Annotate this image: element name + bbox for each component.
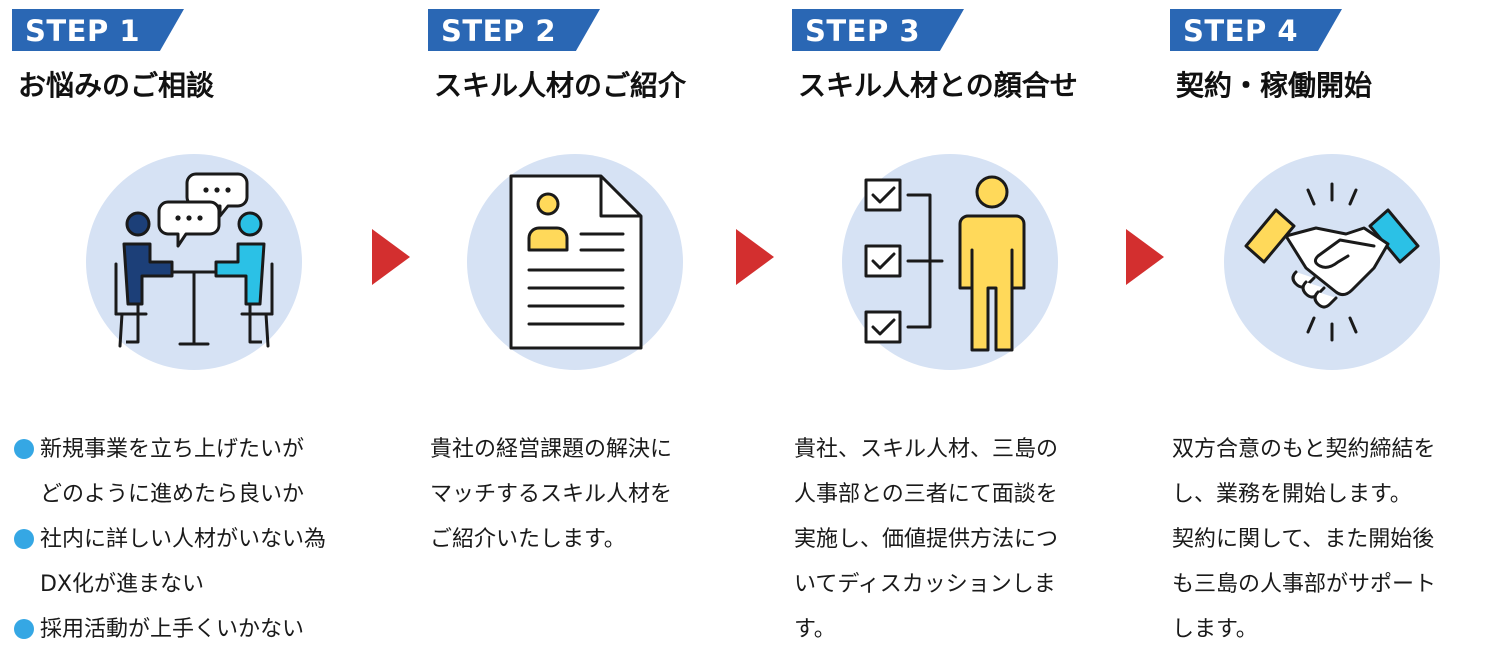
step-1-bullet-continuation: どのように進めたら良いか (40, 482, 305, 507)
step-1-description: 新規事業を立ち上げたいが どのように進めたら良いか 社内に詳しい人材がいない為 … (12, 427, 326, 652)
handshake-icon (1244, 182, 1420, 342)
step-4-description: 双方合意のもと契約締結を し、業務を開始します。 契約に関して、また開始後 も三… (1172, 427, 1436, 652)
bullet-dot (14, 619, 34, 639)
bullet-text: 社内に詳しい人材がいない為 (40, 527, 327, 552)
description-line: します。 (1172, 617, 1258, 642)
step-2-badge: STEP 2 (428, 9, 600, 51)
description-line: 貴社、スキル人材、三島の (794, 437, 1059, 462)
description-line: いてディスカッションしま (794, 572, 1056, 597)
step-4: STEP 4 契約・稼働開始 双方合意のもと契約締結を し、業務を開始します。 (1170, 0, 1500, 651)
step-1-bullet-continuation: DX化が進まない (40, 572, 205, 597)
bullet-dot (14, 529, 34, 549)
step-3-title: スキル人材との顔合せ (798, 69, 1078, 102)
bullet-dot (14, 439, 34, 459)
step-4-title: 契約・稼働開始 (1176, 69, 1373, 102)
step-3-badge: STEP 3 (792, 9, 964, 51)
step-1-bullet: 採用活動が上手くいかない (12, 607, 326, 652)
step-1-badge-label: STEP 1 (25, 14, 141, 48)
description-line: 人事部との三者にて面談を (794, 482, 1058, 507)
next-arrow-3 (1126, 229, 1164, 285)
step-3-badge-label: STEP 3 (805, 14, 921, 48)
description-line: す。 (794, 617, 836, 642)
description-line: 双方合意のもと契約締結を (1172, 437, 1436, 462)
step-4-badge: STEP 4 (1170, 9, 1342, 51)
resume-document-icon (509, 174, 643, 350)
description-line: し、業務を開始します。 (1172, 482, 1412, 507)
consultation-icon (114, 172, 274, 348)
step-1-badge: STEP 1 (12, 9, 184, 51)
step-1-bullet: 社内に詳しい人材がいない為 (12, 517, 326, 562)
step-3-description: 貴社、スキル人材、三島の 人事部との三者にて面談を 実施し、価値提供方法につ い… (794, 427, 1058, 652)
description-line: 貴社の経営課題の解決に (430, 437, 673, 462)
step-2-badge-label: STEP 2 (441, 14, 557, 48)
checklist-person-icon (864, 175, 1026, 352)
description-line: 契約に関して、また開始後 (1172, 527, 1435, 552)
description-line: も三島の人事部がサポート (1172, 572, 1437, 597)
step-2: STEP 2 スキル人材のご紹介 貴社の経営課題の解決に マッチするスキル人材を… (428, 0, 768, 651)
step-4-badge-label: STEP 4 (1183, 14, 1299, 48)
description-line: ご紹介いたします。 (430, 527, 626, 552)
next-arrow-2 (736, 229, 774, 285)
step-2-title: スキル人材のご紹介 (434, 69, 687, 102)
description-line: 実施し、価値提供方法につ (794, 527, 1059, 552)
bullet-text: 採用活動が上手くいかない (40, 617, 305, 642)
step-1-bullet: 新規事業を立ち上げたいが (12, 427, 326, 472)
description-line: マッチするスキル人材を (430, 482, 673, 507)
step-3: STEP 3 スキル人材との顔合せ 貴社、スキル人材、三島の 人事部との三者にて… (792, 0, 1132, 651)
next-arrow-1 (372, 229, 410, 285)
step-1: STEP 1 お悩みのご相談 (12, 0, 352, 651)
bullet-text: 新規事業を立ち上げたいが (40, 437, 305, 462)
step-2-description: 貴社の経営課題の解決に マッチするスキル人材を ご紹介いたします。 (430, 427, 672, 562)
step-1-title: お悩みのご相談 (18, 69, 215, 102)
